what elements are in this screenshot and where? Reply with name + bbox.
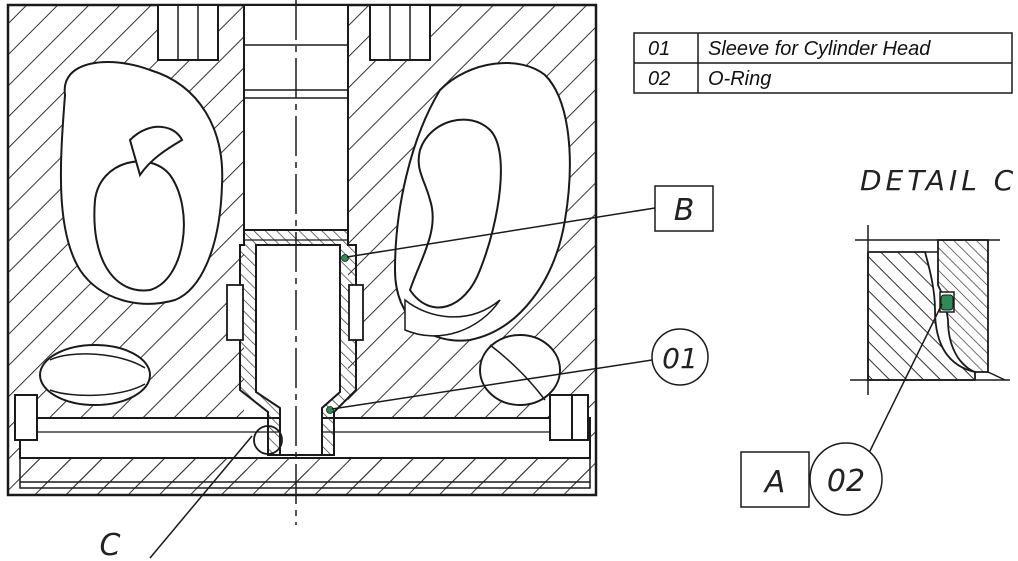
section-C-label: C xyxy=(100,528,121,561)
leader-C xyxy=(149,435,253,559)
callout-02: 02 xyxy=(809,442,883,516)
marker-B xyxy=(341,254,349,262)
callout-02-label: 02 xyxy=(827,464,865,499)
parts-table: 01 Sleeve for Cylinder Head 02 O-Ring xyxy=(633,32,1013,94)
detail-title: DETAIL C xyxy=(860,164,1017,197)
callout-A: A xyxy=(740,451,810,508)
leader-01 xyxy=(331,359,653,410)
callout-01-label: 01 xyxy=(662,342,698,375)
callout-A-label: A xyxy=(763,465,786,500)
table-row-1-number: 01 xyxy=(648,38,670,60)
callout-B: B xyxy=(654,185,714,232)
callout-01: 01 xyxy=(651,328,709,386)
table-row-2-number: 02 xyxy=(648,68,670,90)
marker-01 xyxy=(326,406,334,414)
leader-B xyxy=(346,207,656,258)
table-row-1-description: Sleeve for Cylinder Head xyxy=(708,38,931,60)
detail-c-view xyxy=(850,225,1010,456)
sleeve-for-cylinder-head xyxy=(226,229,364,456)
callout-B-label: B xyxy=(674,193,695,228)
o-ring-marker xyxy=(940,294,954,311)
table-row-2-description: O-Ring xyxy=(708,68,771,90)
